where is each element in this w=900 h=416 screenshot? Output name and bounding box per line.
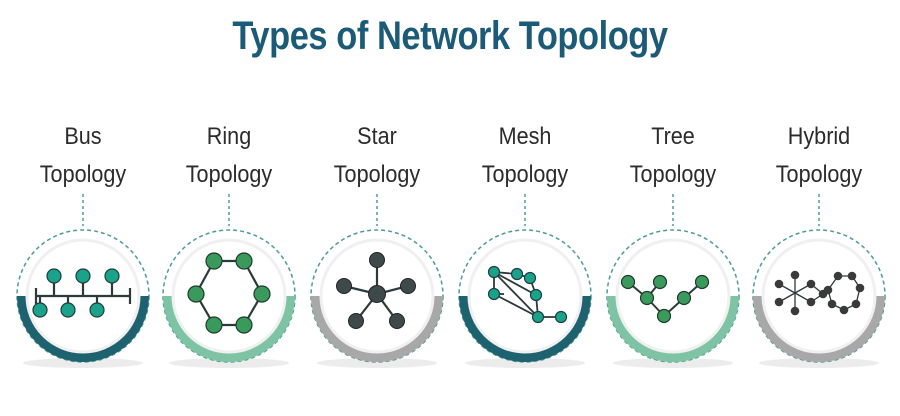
tree-topology-icon: [606, 194, 740, 368]
hybrid-topology-icon: [752, 194, 886, 368]
topology-label: Mesh Topology: [481, 123, 569, 188]
bus-topology-icon: [16, 194, 150, 368]
card-bus-topology: Bus Topology: [8, 118, 158, 378]
page-title: Types of Network Topology: [232, 14, 668, 58]
topology-label: Bus Topology: [39, 123, 127, 188]
card-ring-topology: Ring Topology: [154, 118, 304, 378]
star-topology-icon: [310, 194, 444, 368]
topology-label: Hybrid Topology: [775, 123, 863, 188]
card-mesh-topology: Mesh Topology: [450, 118, 600, 378]
topology-label: Tree Topology: [629, 123, 717, 188]
card-tree-topology: Tree Topology: [598, 118, 748, 378]
topology-label: Star Topology: [333, 123, 421, 188]
card-hybrid-topology: Hybrid Topology: [744, 118, 894, 378]
mesh-topology-icon: [458, 194, 592, 368]
card-star-topology: Star Topology: [302, 118, 452, 378]
topology-label: Ring Topology: [185, 123, 273, 188]
ring-topology-icon: [162, 194, 296, 368]
